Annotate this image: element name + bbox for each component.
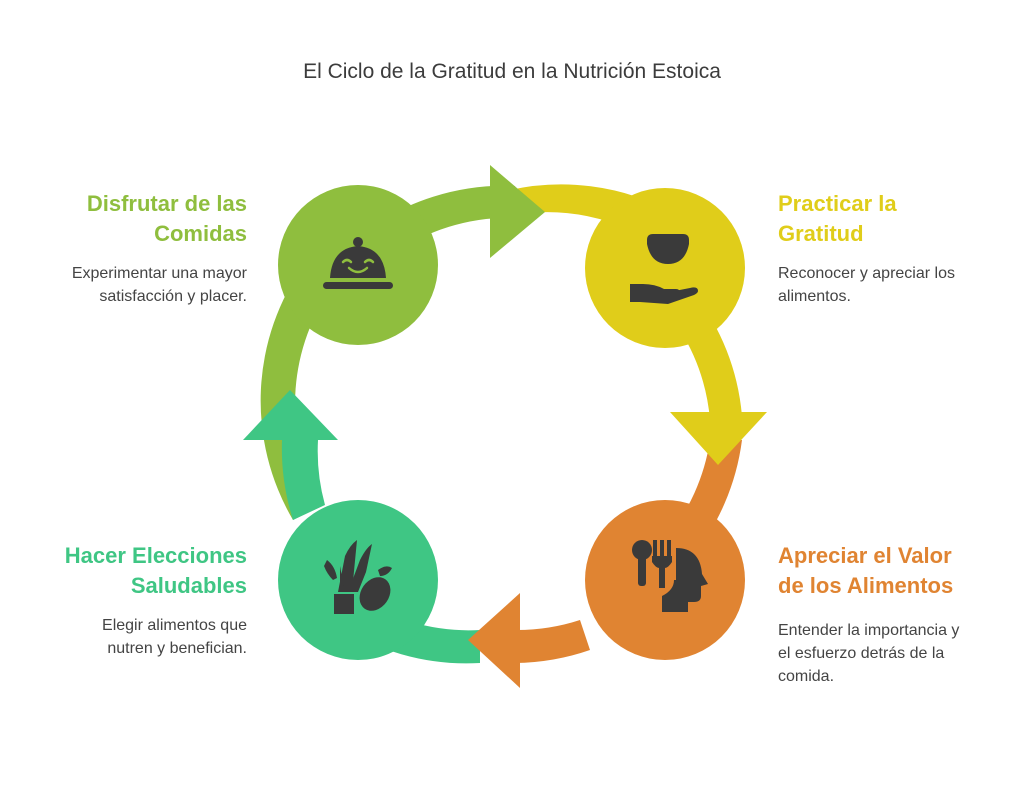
arrow-green-to-lime bbox=[243, 390, 338, 440]
stage-title-line: Practicar la bbox=[778, 191, 897, 216]
arrow-yellow-to-orange bbox=[670, 412, 767, 465]
ring-segment-yellow-right bbox=[680, 320, 742, 420]
stage-desc-line: Elegir alimentos que bbox=[102, 617, 247, 634]
stage-desc-line: Experimentar una mayor bbox=[71, 265, 247, 282]
stage-title-disfrutar: Disfrutar de las Comidas bbox=[20, 189, 247, 249]
stage-desc-line: alimentos. bbox=[778, 288, 851, 305]
bowl-hand-icon bbox=[630, 234, 698, 304]
ring-segment-green-left bbox=[281, 440, 325, 520]
page-title: El Ciclo de la Gratitud en la Nutrición … bbox=[303, 60, 721, 83]
stage-title-line: Comidas bbox=[154, 221, 247, 246]
food-cloche-icon bbox=[323, 237, 393, 289]
cloche-face bbox=[341, 258, 375, 274]
stage-desc-line: satisfacción y placer. bbox=[99, 288, 247, 305]
stage-desc-line: Reconocer y apreciar los bbox=[778, 265, 955, 282]
stage-desc-gratitud: Reconocer y apreciar los alimentos. bbox=[778, 262, 1008, 308]
arrow-orange-to-green bbox=[468, 593, 520, 688]
stage-desc-disfrutar: Experimentar una mayor satisfacción y pl… bbox=[20, 262, 247, 308]
stage-title-valor: Apreciar el Valor de los Alimentos bbox=[778, 541, 1008, 601]
ring-segment-lime bbox=[260, 263, 330, 520]
stage-desc-line: nutren y benefician. bbox=[107, 640, 247, 657]
stage-title-line: Disfrutar de las bbox=[86, 191, 247, 216]
arrow-lime-to-yellow bbox=[490, 165, 545, 258]
head-utensils-icon bbox=[632, 540, 708, 612]
circle-gratitud bbox=[585, 188, 745, 348]
stage-desc-valor: Entender la importancia y el esfuerzo de… bbox=[778, 619, 1008, 688]
stage-title-line: Saludables bbox=[130, 573, 247, 598]
vegetables-icon bbox=[324, 540, 392, 614]
stage-title-line: Apreciar el Valor bbox=[778, 543, 952, 568]
stage-title-elecciones: Hacer Elecciones Saludables bbox=[20, 541, 247, 601]
stage-title-gratitud: Practicar la Gratitud bbox=[778, 189, 998, 249]
stage-title-line: Hacer Elecciones bbox=[64, 543, 247, 568]
stage-desc-elecciones: Elegir alimentos que nutren y benefician… bbox=[20, 614, 247, 660]
stage-desc-line: comida. bbox=[778, 668, 835, 685]
stage-desc-line: Entender la importancia y bbox=[778, 622, 960, 639]
ring-segment-orange-bottom bbox=[515, 620, 590, 663]
stage-title-line: de los Alimentos bbox=[778, 573, 954, 598]
stage-desc-line: el esfuerzo detrás de la bbox=[778, 645, 945, 662]
stage-title-line: Gratitud bbox=[778, 221, 864, 246]
